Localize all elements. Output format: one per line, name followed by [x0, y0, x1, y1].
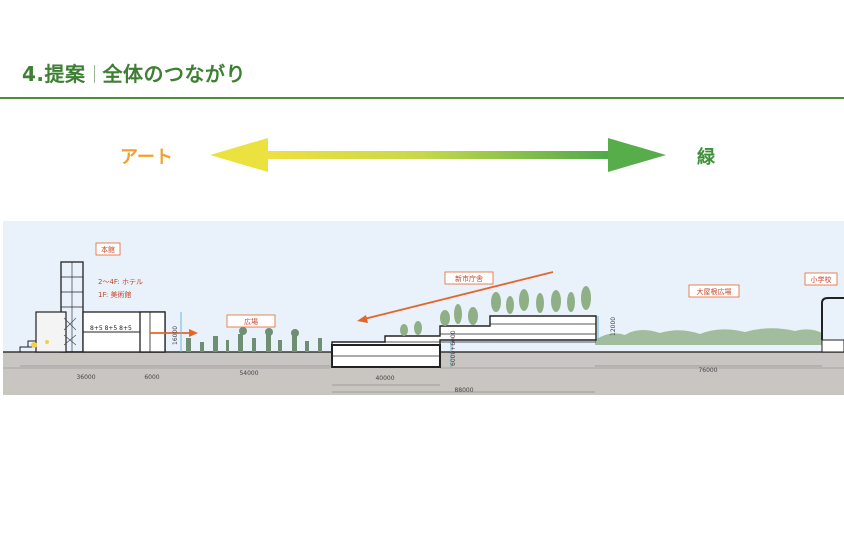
- section-number: 4.提案: [22, 62, 86, 86]
- height-dimension-lines: [180, 312, 599, 368]
- school-building: [821, 297, 844, 353]
- dim-6000: 6000: [144, 374, 159, 381]
- background-trees: [595, 328, 822, 345]
- section-title: 全体のつながり: [102, 62, 247, 86]
- label-floors-hotel: 2～4F: ホテル: [98, 278, 143, 286]
- dim-depth-6000: 6000+6000: [450, 330, 457, 366]
- label-school: 小学校: [811, 275, 832, 284]
- label-box-school: [804, 272, 838, 286]
- label-box-roof-plaza: [688, 284, 740, 298]
- span-dimension-lines: [20, 365, 822, 393]
- dim-36000: 36000: [76, 374, 95, 381]
- art-green-axis-arrow: [210, 138, 666, 172]
- dim-height-12000: 12000: [610, 317, 617, 336]
- dim-40000: 40000: [375, 375, 394, 382]
- title-separator: [93, 65, 95, 83]
- plaza-greenery: [186, 327, 322, 352]
- flow-arrow-city-hall: [357, 271, 554, 323]
- flow-arrow-plaza: [150, 329, 198, 337]
- label-roof-plaza: 大屋根広場: [697, 287, 732, 296]
- label-floor-museum: 1F: 美術館: [98, 290, 132, 299]
- dim-76000: 76000: [698, 367, 717, 374]
- label-main-building: 本館: [101, 245, 115, 254]
- page-title: 4.提案全体のつながり: [22, 58, 246, 87]
- label-plaza: 広場: [244, 317, 258, 326]
- dim-54000: 54000: [239, 370, 258, 377]
- floor-marks: 8+5 8+5 8+5: [90, 325, 132, 332]
- label-box-main-building: [95, 242, 121, 256]
- city-hall-trees: [400, 286, 591, 336]
- axis-label-art: アート: [120, 147, 173, 168]
- dim-height-16000: 16000: [172, 326, 179, 345]
- city-hall-building: [331, 315, 597, 368]
- dim-88000: 88000: [454, 387, 473, 394]
- axis-label-green: 緑: [697, 147, 715, 168]
- label-box-plaza: [226, 314, 276, 328]
- header-rule: [0, 97, 844, 99]
- label-city-hall: 新市庁舎: [455, 274, 483, 283]
- label-box-city-hall: [444, 271, 494, 285]
- main-building: [19, 261, 166, 353]
